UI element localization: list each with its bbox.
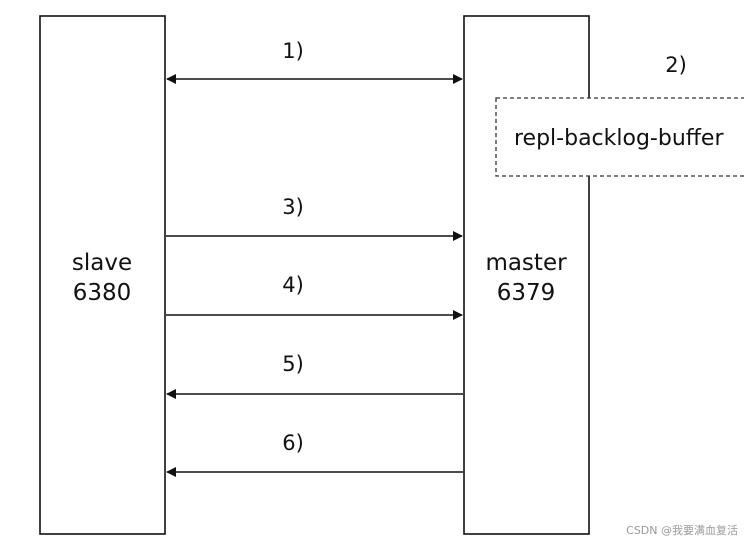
master-name-label: master — [485, 250, 567, 276]
step-1-label: 1) — [282, 39, 304, 63]
backlog-buffer-box — [495, 97, 744, 177]
backlog-buffer-label: repl-backlog-buffer — [514, 126, 724, 151]
slave-node: slave 6380 — [39, 15, 166, 535]
master-port-label: 6379 — [497, 280, 556, 306]
step-6-label: 6) — [282, 431, 304, 455]
step-3: 3) — [166, 195, 463, 241]
step-5: 5) — [166, 352, 463, 399]
step-2: 2) — [665, 53, 687, 77]
step-1: 1) — [166, 39, 463, 84]
watermark-text: CSDN @我要满血复活 — [626, 523, 738, 537]
slave-port-label: 6380 — [73, 280, 132, 306]
step-2-label: 2) — [665, 53, 687, 77]
slave-name-label: slave — [72, 250, 132, 276]
backlog-buffer: repl-backlog-buffer — [495, 97, 744, 177]
step-6: 6) — [166, 431, 463, 477]
slave-box — [39, 15, 166, 535]
step-4-label: 4) — [282, 273, 304, 297]
master-node: master 6379 — [463, 15, 590, 535]
step-3-label: 3) — [282, 195, 304, 219]
step-5-label: 5) — [282, 352, 304, 376]
step-4: 4) — [166, 273, 463, 320]
